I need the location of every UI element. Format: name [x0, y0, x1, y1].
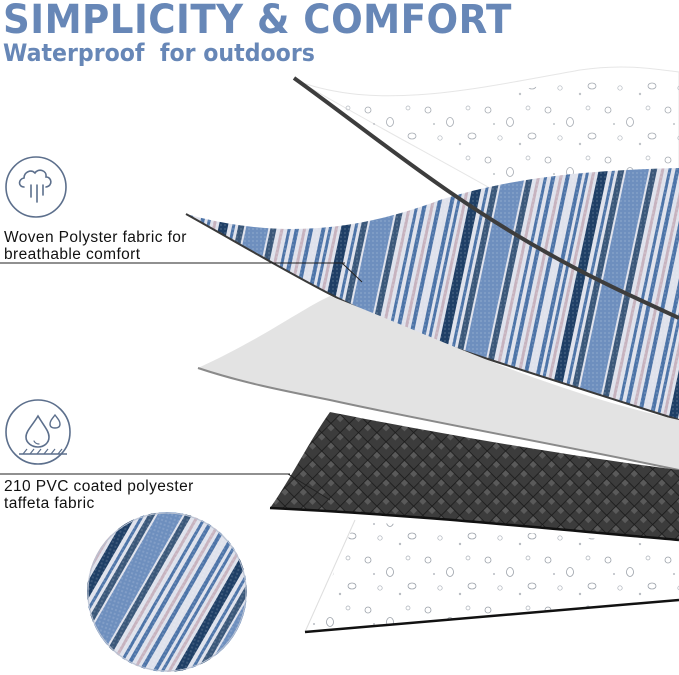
- feature-label-fabric: Woven Polyster fabric for breathable com…: [4, 229, 187, 263]
- black-quilted-layer: [269, 412, 679, 542]
- page-title: SIMPLICITY & COMFORT: [3, 0, 512, 43]
- white-padding-layer: [197, 296, 679, 471]
- top-layer-edge: [292, 76, 679, 320]
- striped-fabric-layer: [185, 168, 679, 421]
- page-subtitle: Waterproof for outdoors: [3, 39, 315, 67]
- feature-label-pvc: 210 PVC coated polyester taffeta fabric: [4, 478, 194, 512]
- waterproof-droplets-icon: [5, 399, 71, 465]
- feature-label-pvc-line1: 210 PVC coated polyester: [4, 478, 194, 495]
- bottom-water-layer: [304, 519, 679, 634]
- feature-label-fabric-line2: breathable comfort: [4, 246, 141, 263]
- feature-label-fabric-line1: Woven Polyster fabric for: [4, 229, 187, 246]
- feature-label-pvc-line2: taffeta fabric: [4, 495, 95, 512]
- fabric-swatch-closeup: [87, 512, 247, 672]
- breathable-cloud-icon: [5, 156, 67, 218]
